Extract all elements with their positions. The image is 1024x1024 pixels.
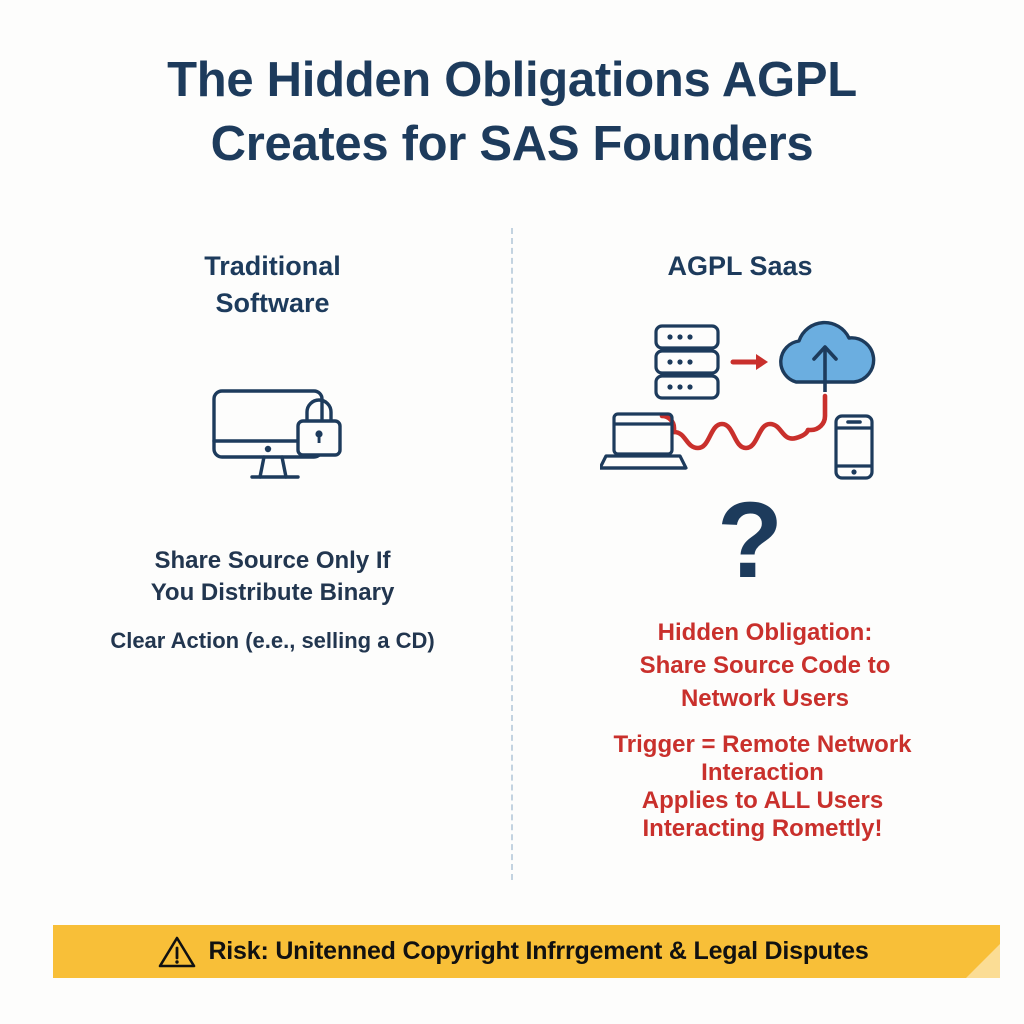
column-divider	[511, 228, 513, 880]
monitor-lock-icon	[212, 389, 342, 479]
risk-banner: Risk: Unitenned Copyright Infrrgement & …	[53, 925, 1000, 978]
risk-banner-text: Risk: Unitenned Copyright Infrrgement & …	[208, 937, 869, 965]
title-line-2: Creates for SAS Founders	[210, 117, 814, 171]
left-main-line-1: Share Source Only If	[154, 547, 391, 574]
right-column-heading: AGPL Saas	[667, 251, 813, 281]
cloud-upload-icon	[779, 320, 876, 392]
network-topology-icon	[600, 320, 876, 480]
right-main-line-3: Network Users	[680, 685, 850, 712]
warning-triangle-icon	[159, 936, 196, 967]
left-heading-line-2: Software	[215, 288, 330, 318]
padlock-shape	[296, 398, 342, 457]
smartphone-icon	[834, 414, 874, 480]
server-stack-icon	[654, 324, 720, 400]
title-line-1: The Hidden Obligations AGPL	[167, 53, 857, 107]
page-title: The Hidden Obligations AGPL Creates for …	[62, 48, 962, 176]
arrow-right-icon	[730, 354, 768, 370]
right-sub1-line-1: Trigger = Remote Network	[613, 731, 912, 758]
right-main-line-2: Share Source Code to	[639, 652, 891, 679]
left-heading-line-1: Traditional	[204, 251, 341, 281]
right-sub2-line-2: Interacting Romettly!	[642, 815, 883, 842]
right-main-text: Hidden Obligation: Share Source Code to …	[570, 616, 960, 715]
left-main-line-2: You Distribute Binary	[150, 579, 395, 606]
right-sub2-line-1: Applies to ALL Users	[641, 787, 884, 814]
banner-corner-fold	[966, 944, 1000, 978]
left-sub-text: Clear Action (e.e., selling a CD)	[110, 628, 435, 653]
right-sub1-line-2: Interaction	[701, 759, 824, 786]
question-mark-icon: ?	[717, 479, 783, 600]
right-sub-text-2: Applies to ALL Users Interacting Romettl…	[560, 787, 965, 843]
risk-banner-content: Risk: Unitenned Copyright Infrrgement & …	[158, 935, 869, 969]
laptop-icon	[600, 412, 688, 470]
left-main-text: Share Source Only If You Distribute Bina…	[80, 545, 465, 609]
wave-connection-icon	[659, 393, 828, 451]
right-sub-text-1: Trigger = Remote Network Interaction	[560, 731, 965, 787]
right-main-line-1: Hidden Obligation:	[657, 619, 873, 646]
left-column-heading: Traditional Software	[90, 248, 455, 322]
